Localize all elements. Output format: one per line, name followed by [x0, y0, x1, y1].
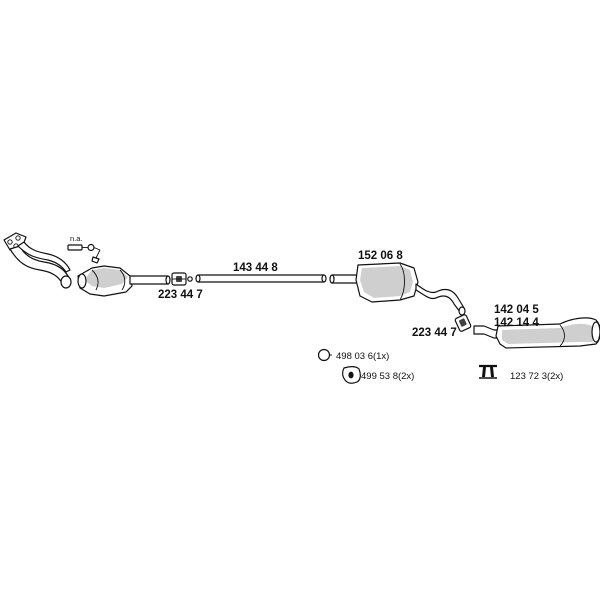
rubber-ring-icon [317, 348, 332, 362]
part-number-rear-silencer-a: 142 04 5 [494, 304, 539, 316]
part-number-clamp-front: 223 44 7 [158, 289, 203, 301]
part-number-rear-silencer-b: 142 14 4 [494, 317, 539, 329]
lambda-sensor: n.a. [67, 234, 101, 264]
part-number-middle-pipe: 143 44 8 [233, 262, 278, 274]
accessory-number-2: 499 53 8(2x) [361, 371, 414, 382]
not-available-label: n.a. [70, 234, 83, 243]
part-number-center-silencer: 152 06 8 [358, 250, 403, 262]
accessory-number-3: 123 72 3(2x) [510, 371, 563, 382]
hanger-bracket-icon [479, 364, 497, 379]
center-silencer [329, 262, 466, 316]
part-number-clamp-rear: 223 44 7 [412, 327, 457, 339]
rubber-mount-icon [342, 366, 361, 384]
front-downpipe [3, 232, 72, 289]
clamp-front [171, 272, 193, 286]
rear-silencer [473, 317, 600, 349]
clamp-rear [454, 314, 472, 332]
catalytic-converter [77, 265, 171, 297]
middle-pipe [195, 274, 327, 283]
accessory-number-1: 498 03 6(1x) [336, 351, 389, 362]
